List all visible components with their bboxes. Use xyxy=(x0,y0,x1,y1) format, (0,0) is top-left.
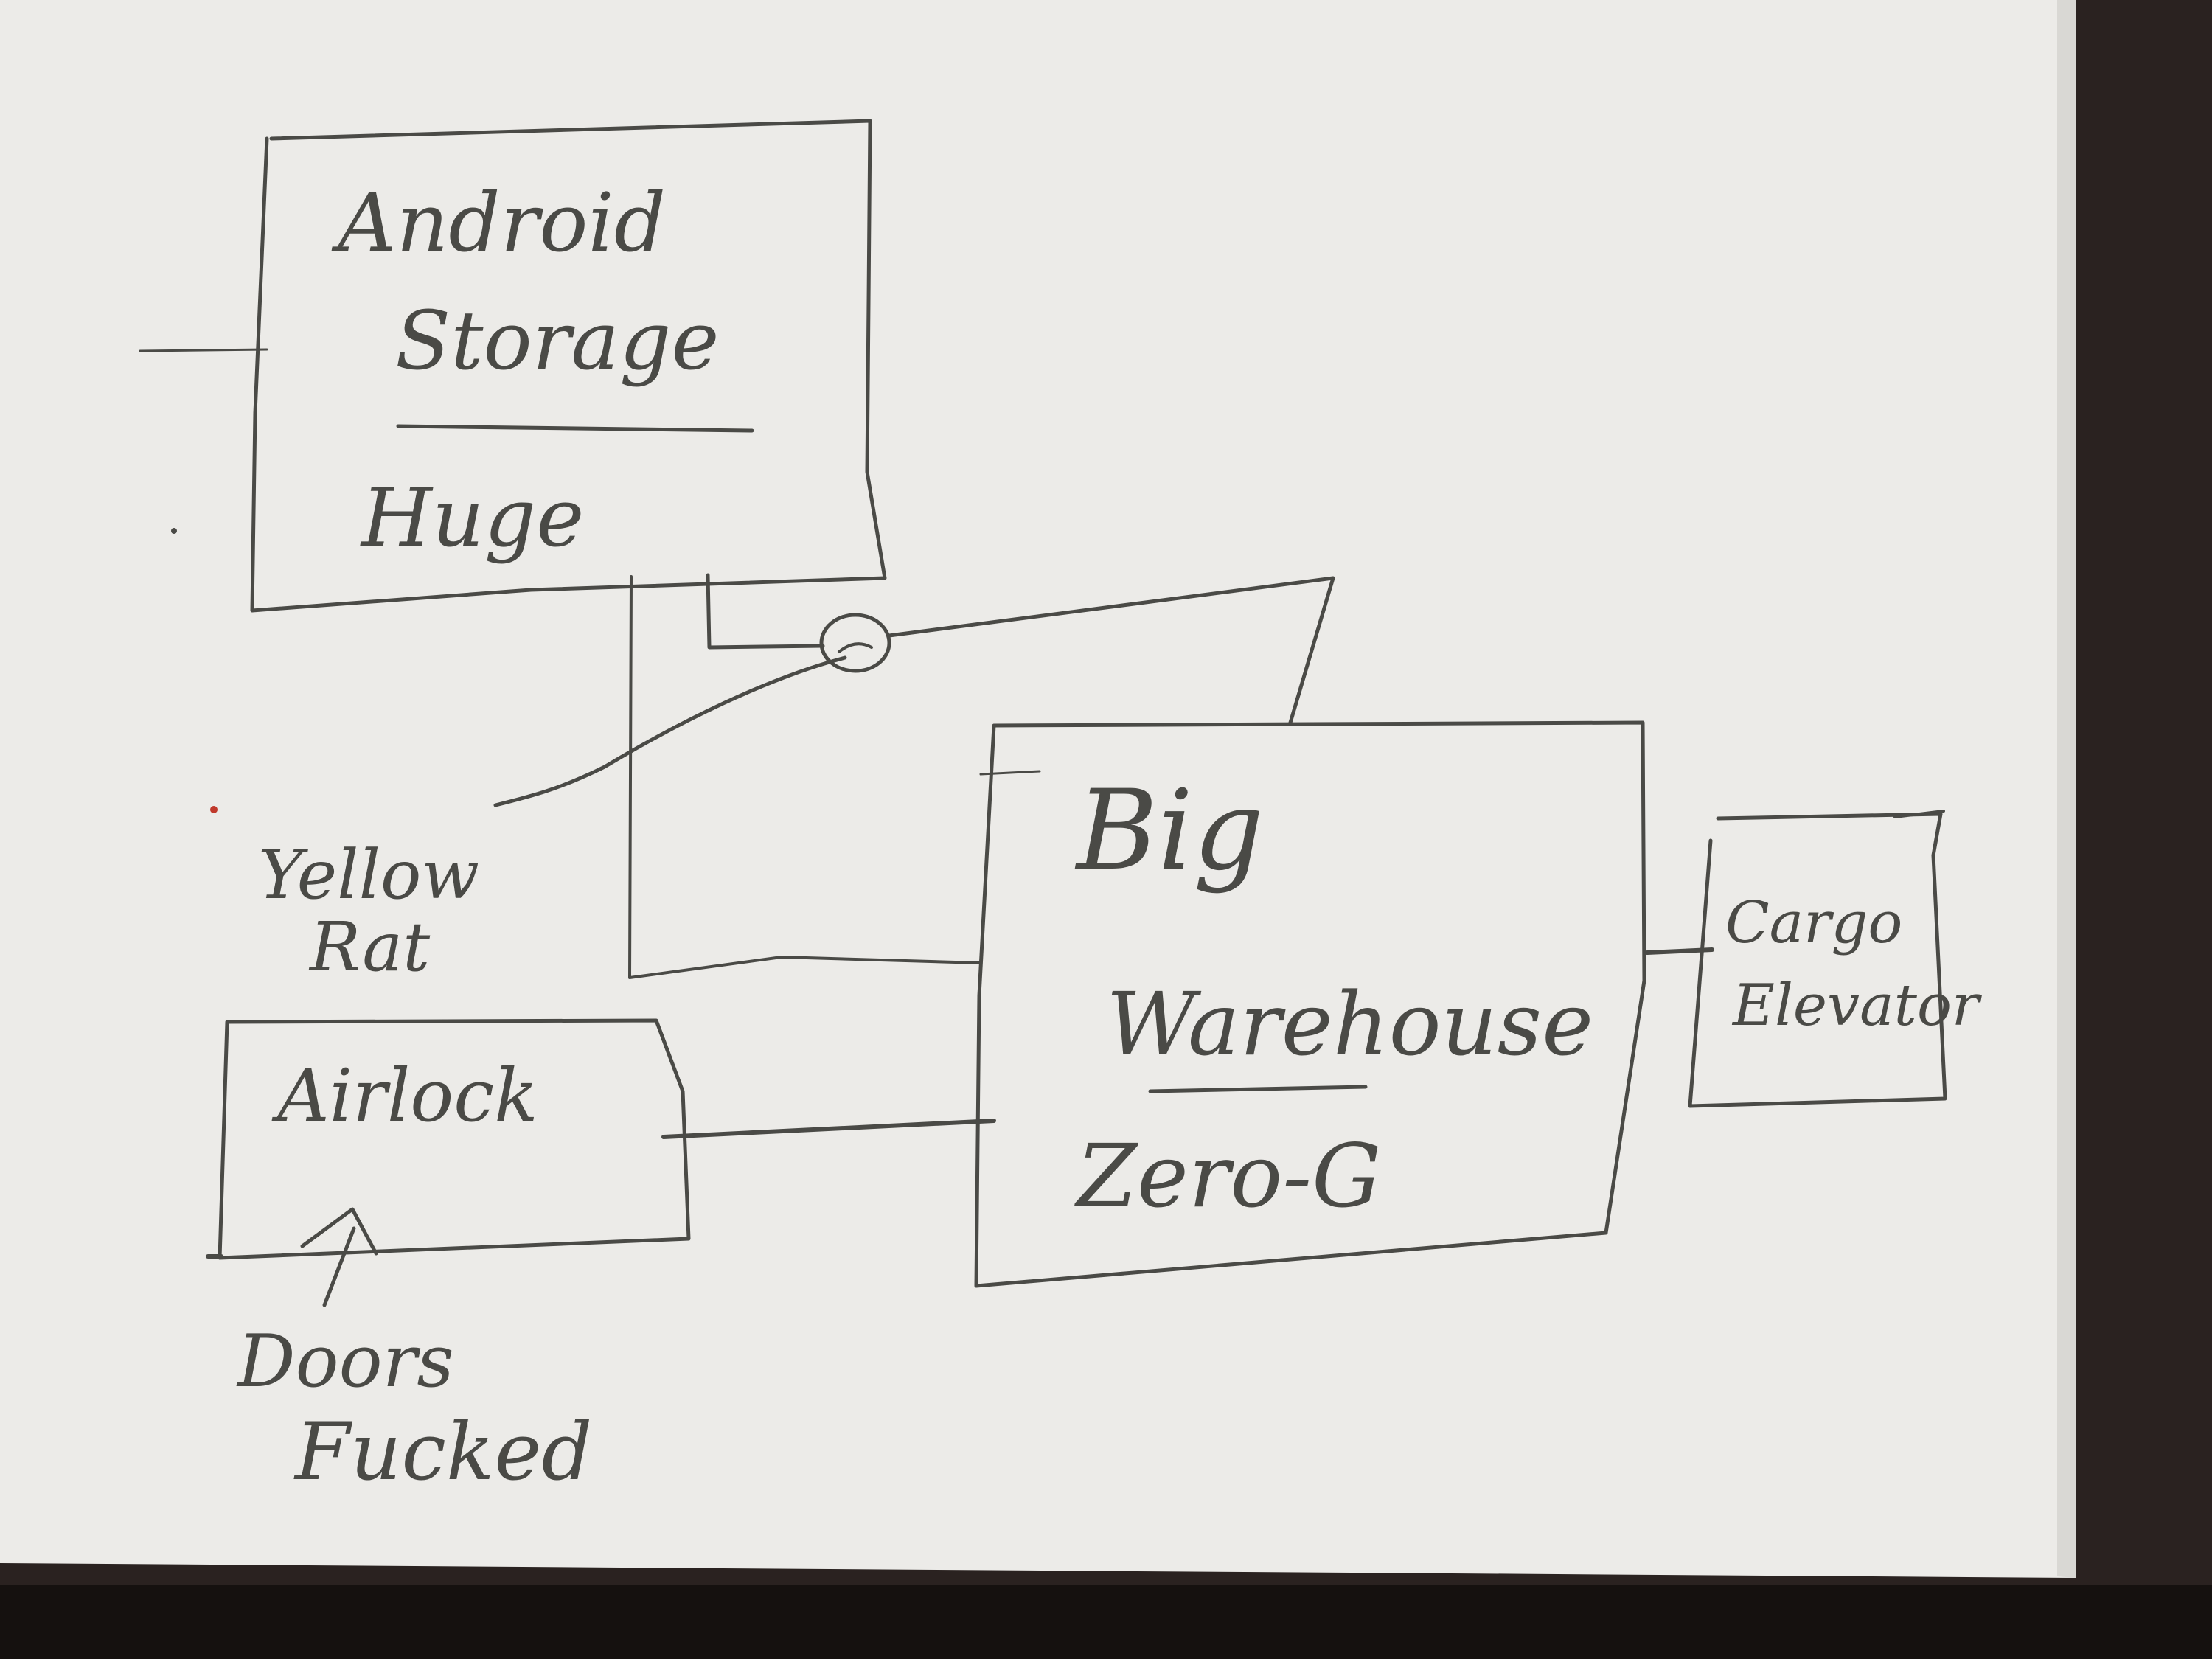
yellow-rat-pointer xyxy=(493,655,847,807)
cargo-elevator-top-notch xyxy=(1893,810,1945,818)
junction-circle-inner xyxy=(838,642,873,653)
pencil-drawing xyxy=(139,119,1947,1307)
android-storage-title-line1: Android xyxy=(331,175,666,270)
big-warehouse-title-line2: Warehouse xyxy=(1106,973,1593,1075)
paper-right-shade xyxy=(2057,0,2076,1578)
doors-arrow-shaft xyxy=(322,1226,356,1307)
doors-arrow-head xyxy=(300,1207,378,1256)
junction-to-warehouse xyxy=(887,576,1335,725)
big-warehouse-sketch-line xyxy=(979,770,1041,776)
airlock-label: Airlock xyxy=(271,1054,538,1138)
android-storage-left-stub xyxy=(139,348,268,352)
desk-bottom-edge xyxy=(0,1585,2212,1659)
paper-sheet xyxy=(0,0,2076,1578)
stray-red-dot xyxy=(210,806,218,813)
warehouse-to-elevator-link xyxy=(1645,947,1714,955)
android-storage-box xyxy=(250,119,887,613)
junction-tab xyxy=(706,573,825,650)
android-storage-title-line2: Storage xyxy=(395,293,719,388)
storage-corridor xyxy=(628,575,982,979)
big-warehouse-box xyxy=(974,720,1646,1288)
doors-note-line2: Fucked xyxy=(293,1406,592,1498)
big-warehouse-title-line1: Big xyxy=(1074,767,1264,895)
big-warehouse-divider xyxy=(1148,1085,1368,1093)
cargo-elevator-line2: Elevator xyxy=(1731,973,1983,1039)
doors-note-line1: Doors xyxy=(236,1320,454,1404)
android-storage-size: Huge xyxy=(360,470,584,565)
airlock-to-warehouse-link xyxy=(661,1119,996,1139)
yellow-rat-line2: Rat xyxy=(308,908,431,987)
airlock-box xyxy=(218,1018,691,1260)
cargo-elevator-line1: Cargo xyxy=(1725,890,1902,956)
big-warehouse-gravity: Zero-G xyxy=(1074,1125,1381,1227)
yellow-rat-line1: Yellow xyxy=(258,835,479,914)
android-storage-divider xyxy=(396,424,754,433)
junction-circle xyxy=(819,613,891,673)
stray-pencil-dot xyxy=(171,528,177,534)
